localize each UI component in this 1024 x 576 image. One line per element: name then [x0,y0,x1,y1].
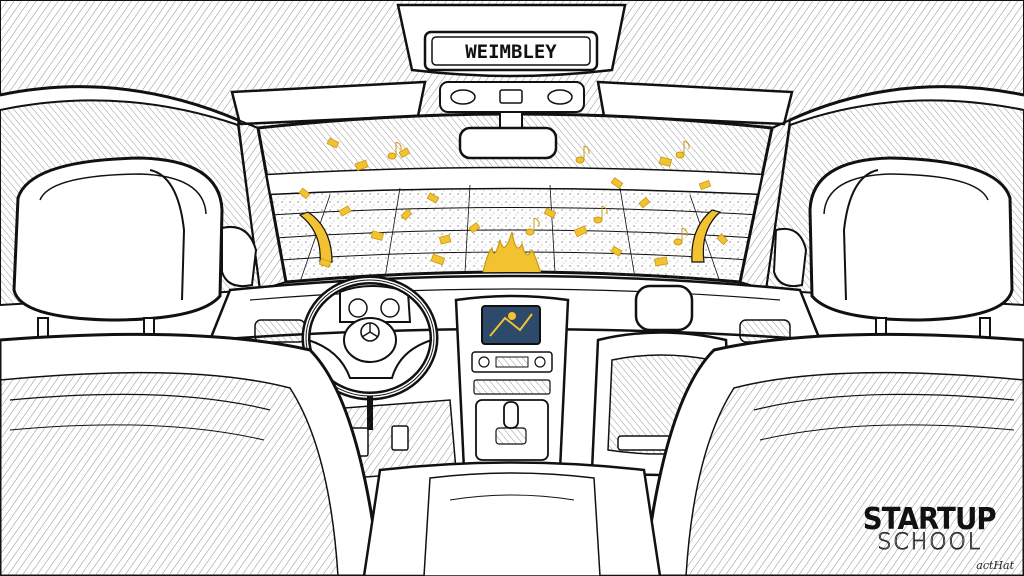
rear-view-mirror [458,111,558,160]
rear-seat-headrest-left [12,156,224,341]
stadium-sign: WEIMBLEY [465,41,557,63]
rear-seat-back-right [642,332,1024,576]
steering-wheel [301,275,439,430]
startup-school-logo: STARTUP SCHOOL [857,505,1002,554]
dome-light-left [450,89,476,105]
center-console [454,294,570,472]
rear-seat-back-left [0,332,382,576]
logo-line-school: SCHOOL [877,530,983,555]
side-mirror-left [221,226,258,288]
rear-seat-headrest-right [808,156,1014,341]
side-mirror-right [772,228,808,288]
dome-light-right [547,89,573,105]
windshield-stadium-view [256,112,774,284]
air-vent-left [254,319,306,343]
logo-line-startup: STARTUP [863,502,997,537]
rear-center-seat [362,461,662,576]
flame-icon [481,231,543,279]
overhead-console: WEIMBLEY [396,3,627,113]
infotainment-screen [481,305,541,345]
gear-shifter [475,399,549,461]
confetti-icon [298,137,729,269]
mercedes-star-icon [360,322,380,342]
dome-light-switch [499,89,523,104]
artist-signature: actHat [976,559,1014,572]
